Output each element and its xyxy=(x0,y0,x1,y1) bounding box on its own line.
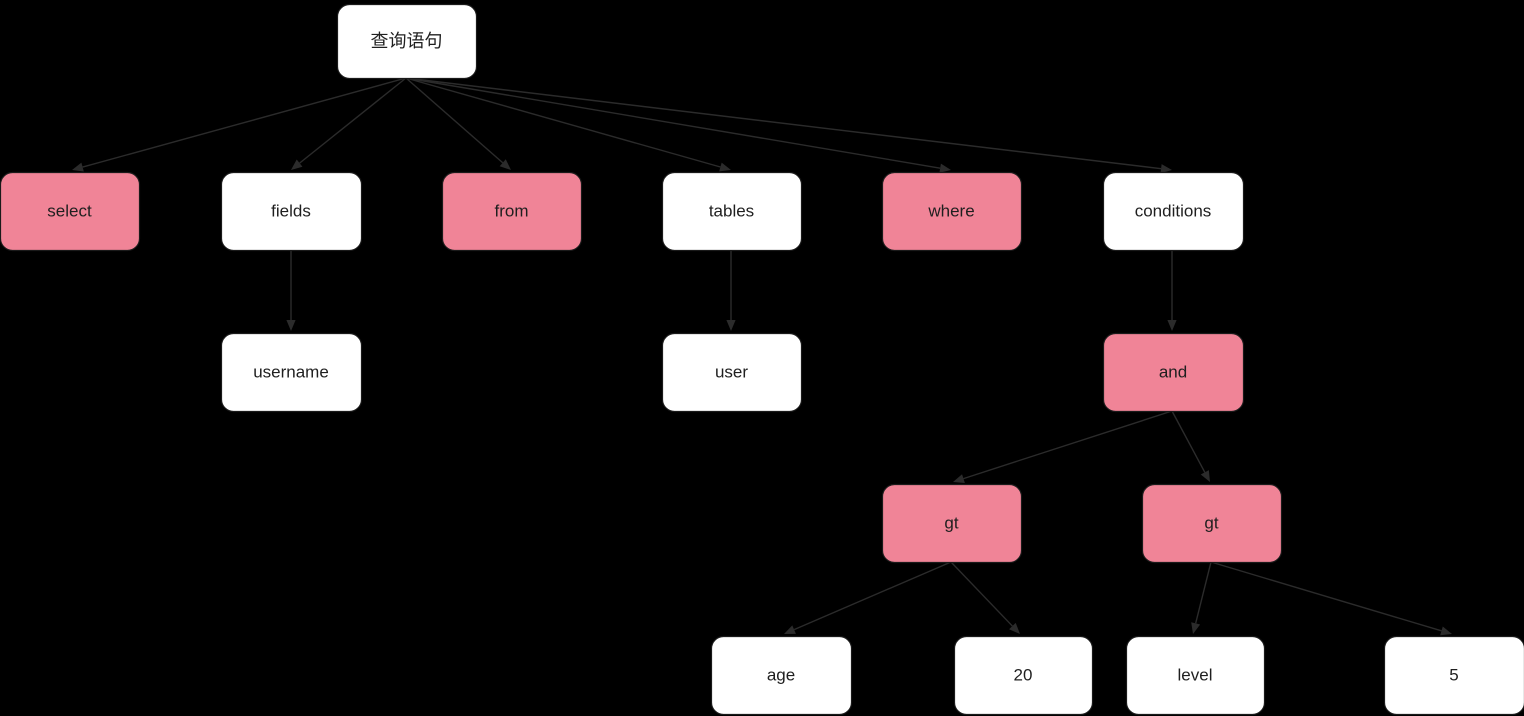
node-root[interactable]: 查询语句 xyxy=(336,3,478,80)
arrow-head-icon xyxy=(1440,626,1452,636)
arrow-head-icon xyxy=(1191,622,1201,634)
edge-line xyxy=(405,77,504,164)
arrow-head-icon xyxy=(291,159,303,170)
arrow-head-icon xyxy=(726,320,736,331)
node-box[interactable] xyxy=(881,171,1023,252)
node-conditions[interactable]: conditions xyxy=(1102,171,1245,252)
node-label: 5 xyxy=(1449,665,1458,684)
edge-line xyxy=(299,77,407,164)
node-gt_left[interactable]: gt xyxy=(881,483,1023,564)
arrow-head-icon xyxy=(1009,622,1020,634)
node-box[interactable] xyxy=(1141,483,1283,564)
node-box[interactable] xyxy=(710,635,853,716)
node-select[interactable]: select xyxy=(0,171,141,252)
edge-gt_right-to-level xyxy=(1191,561,1212,634)
node-fields[interactable]: fields xyxy=(220,171,363,252)
node-five[interactable]: 5 xyxy=(1383,635,1524,716)
arrow-head-icon xyxy=(499,159,511,170)
edges-layer xyxy=(72,77,1452,636)
arrow-head-icon xyxy=(286,320,296,331)
node-label: fields xyxy=(271,201,311,220)
node-user[interactable]: user xyxy=(661,332,803,413)
node-label: level xyxy=(1178,665,1213,684)
edge-root-to-conditions xyxy=(405,77,1172,174)
edge-line xyxy=(793,561,952,631)
node-box[interactable] xyxy=(1383,635,1524,716)
edge-gt_left-to-twenty xyxy=(950,561,1020,634)
node-label: and xyxy=(1159,362,1187,381)
edge-line xyxy=(1210,561,1442,632)
node-and[interactable]: and xyxy=(1102,332,1245,413)
node-box[interactable] xyxy=(220,171,363,252)
arrow-head-icon xyxy=(1200,470,1210,482)
node-box[interactable] xyxy=(220,332,363,413)
node-label: select xyxy=(47,201,92,220)
edge-root-to-where xyxy=(405,77,951,173)
edge-line xyxy=(1171,410,1206,473)
edge-and-to-gt_left xyxy=(953,410,1173,483)
edge-fields-to-username xyxy=(286,250,296,331)
edge-gt_left-to-age xyxy=(784,561,952,634)
arrow-head-icon xyxy=(1167,320,1177,331)
node-username[interactable]: username xyxy=(220,332,363,413)
node-box[interactable] xyxy=(953,635,1094,716)
edge-root-to-fields xyxy=(291,77,407,170)
node-label: gt xyxy=(944,513,958,532)
node-where[interactable]: where xyxy=(881,171,1023,252)
node-from[interactable]: from xyxy=(441,171,583,252)
node-age[interactable]: age xyxy=(710,635,853,716)
node-box[interactable] xyxy=(1125,635,1266,716)
node-box[interactable] xyxy=(661,171,803,252)
edge-conditions-to-and xyxy=(1167,250,1177,331)
edge-root-to-from xyxy=(405,77,511,170)
edge-line xyxy=(950,561,1013,627)
edge-root-to-tables xyxy=(405,77,731,172)
node-twenty[interactable]: 20 xyxy=(953,635,1094,716)
node-label: gt xyxy=(1204,513,1218,532)
node-label: tables xyxy=(709,201,754,220)
edge-line xyxy=(82,77,407,168)
node-box[interactable] xyxy=(661,332,803,413)
arrow-head-icon xyxy=(939,163,951,173)
node-label: conditions xyxy=(1135,201,1212,220)
edge-root-to-select xyxy=(72,77,407,172)
node-box[interactable] xyxy=(1102,332,1245,413)
node-box[interactable] xyxy=(881,483,1023,564)
node-label: username xyxy=(253,362,329,381)
node-label: 查询语句 xyxy=(371,31,443,52)
arrow-head-icon xyxy=(953,474,965,483)
node-label: from xyxy=(495,201,529,220)
node-level[interactable]: level xyxy=(1125,635,1266,716)
node-label: user xyxy=(715,362,748,381)
arrow-head-icon xyxy=(72,162,84,172)
edge-line xyxy=(405,77,941,169)
node-box[interactable] xyxy=(0,171,141,252)
arrow-head-icon xyxy=(719,162,731,172)
edge-line xyxy=(1194,561,1212,624)
edge-tables-to-user xyxy=(726,250,736,331)
node-box[interactable] xyxy=(1102,171,1245,252)
nodes-layer: 查询语句 select fields from tables where condition… xyxy=(0,3,1524,716)
node-label: age xyxy=(767,665,795,684)
node-label: where xyxy=(927,201,974,220)
node-tables[interactable]: tables xyxy=(661,171,803,252)
node-box[interactable] xyxy=(336,3,478,80)
edge-line xyxy=(405,77,721,168)
edge-gt_right-to-five xyxy=(1210,561,1452,636)
arrow-head-icon xyxy=(1160,164,1172,174)
edge-line xyxy=(405,77,1162,170)
edge-line xyxy=(963,410,1173,480)
arrow-head-icon xyxy=(784,625,796,634)
edge-and-to-gt_right xyxy=(1171,410,1210,482)
node-box[interactable] xyxy=(441,171,583,252)
node-gt_right[interactable]: gt xyxy=(1141,483,1283,564)
node-label: 20 xyxy=(1014,665,1033,684)
